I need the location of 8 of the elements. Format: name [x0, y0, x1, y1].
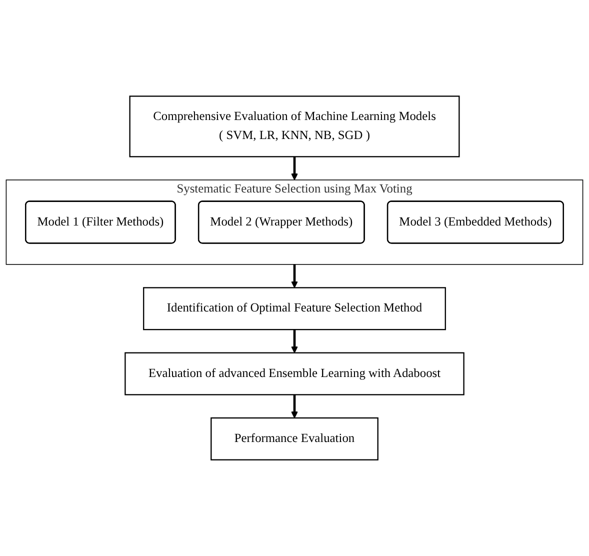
arrow	[291, 394, 298, 418]
arrow	[291, 156, 298, 180]
arrow	[291, 330, 298, 354]
node-box: Identification of Optimal Feature Selection Method	[143, 287, 446, 330]
node-box: Evaluation of advanced Ensemble Learning with Adaboost	[124, 352, 464, 396]
node-box: Performance Evaluation	[210, 417, 378, 460]
arrow	[291, 264, 298, 288]
node-box: Comprehensive Evaluation of Machine Learning Models ( SVM, LR, KNN, NB, SGD )	[129, 96, 460, 158]
